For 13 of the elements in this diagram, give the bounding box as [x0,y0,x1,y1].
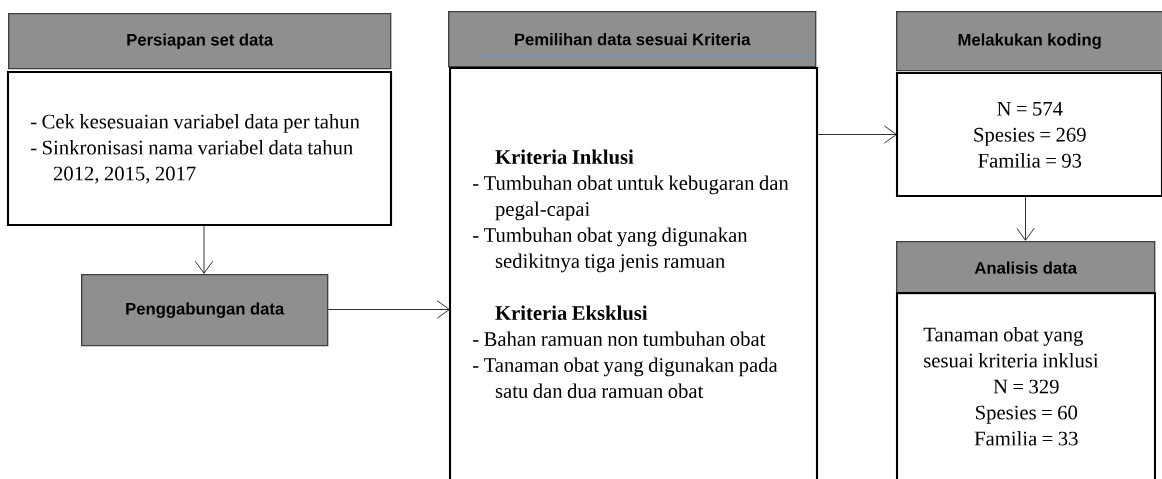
criteria-box: Kriteria Inklusi - Tumbuhan obat untuk kebugaran dan pegal-capai - Tumbuhan obat yang digunakan sedikitnya tiga jenis ramuan Kriteria Eksklusi - Bahan ramuan non tumbuhan obat - Tanaman obat yang digunakan pada satu dan dua ramuan obat [448,66,819,479]
result-box: N = 574 Spesies = 269 Familia = 93 [895,71,1162,198]
arrow [817,125,897,144]
arrow [1016,196,1035,241]
arrow [194,225,214,274]
header-band: Analisis data [896,241,1156,295]
result-box: Tanaman obat yang sesuai kriteria inklusi N = 329 Spesies = 60 Familia = 33 [895,291,1157,479]
text-box: - Cek kesesuaian variabel data per tahun - Sinkronisasi nama variabel data tahun 2012, 2015, 2017 [6,70,393,227]
process-box: Penggabungan data [81,274,329,347]
arrow [327,300,450,319]
header-band: Pemilihan data sesuai Kriteria [448,11,817,68]
header-band: Persiapan set data [8,13,392,70]
header-band: Melakukan koding [896,11,1162,72]
